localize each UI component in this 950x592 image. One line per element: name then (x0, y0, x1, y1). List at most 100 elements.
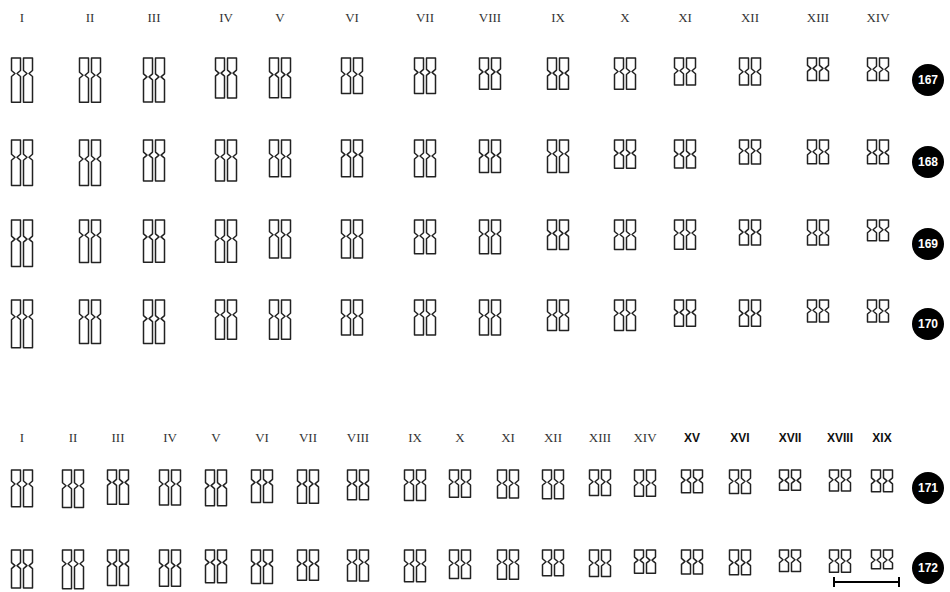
chromosome (884, 550, 893, 569)
chromosome (868, 140, 877, 164)
chromosome (228, 220, 237, 262)
chromosome (270, 220, 279, 258)
chromosome (310, 470, 319, 503)
chromosome (498, 470, 507, 498)
chromosome (792, 470, 801, 490)
chromosome (12, 470, 21, 507)
scale-bar (833, 577, 900, 587)
chromosome (808, 220, 817, 245)
chromosome (752, 220, 761, 245)
chromosome (740, 58, 749, 85)
chromosome (450, 550, 459, 578)
chromosome (216, 58, 225, 98)
chromosome (282, 220, 291, 258)
chromosome (675, 300, 684, 326)
chromosome (780, 550, 789, 571)
chromosome (144, 220, 153, 262)
chromosome-number: VII (299, 430, 317, 446)
chromosome (682, 550, 691, 574)
chromosome (548, 140, 557, 172)
chromosome (342, 300, 351, 335)
chromosome (24, 58, 33, 102)
chromosome (555, 550, 564, 576)
chromosome (172, 470, 181, 505)
chromosome (555, 470, 564, 499)
chromosome (156, 300, 165, 344)
chromosome (615, 220, 624, 249)
chromosome (740, 220, 749, 245)
chromosome (360, 470, 369, 500)
chromosome (75, 550, 84, 589)
chromosome (92, 300, 101, 344)
chromosome-number: I (20, 430, 24, 446)
chromosome (560, 220, 569, 249)
chromosome (820, 140, 829, 164)
chromosome (144, 58, 153, 102)
chromosome-number: XII (741, 10, 759, 26)
chromosome (560, 140, 569, 172)
chromosome (342, 58, 351, 94)
chromosome (492, 58, 501, 89)
chromosome (348, 470, 357, 500)
chromosome (270, 300, 279, 339)
chromosome (216, 140, 225, 181)
specimen-number: 171 (912, 472, 944, 504)
chromosome (24, 140, 33, 185)
chromosome (63, 470, 72, 508)
chromosome-number: XI (678, 10, 692, 26)
chromosome (354, 140, 363, 177)
chromosome (348, 550, 357, 581)
chromosome (635, 550, 644, 573)
chromosome (92, 58, 101, 102)
chromosome (808, 58, 817, 81)
chromosome-number: XI (501, 430, 515, 446)
chromosome (120, 550, 129, 585)
chromosome-number: IV (163, 430, 177, 446)
chromosome-number: X (455, 430, 464, 446)
chromosome (24, 550, 33, 588)
chromosome-number: II (69, 430, 78, 446)
chromosome (880, 140, 889, 164)
scale-bar-line (833, 581, 900, 583)
chromosome (492, 220, 501, 254)
chromosome-number: IX (408, 430, 422, 446)
chromosome-number: XIV (866, 10, 889, 26)
chromosome-number: XIV (633, 430, 656, 446)
chromosome (12, 550, 21, 588)
chromosome (92, 220, 101, 262)
chromosome (492, 140, 501, 173)
chromosome-number: VI (255, 430, 269, 446)
chromosome (80, 58, 89, 102)
chromosome-number: XII (544, 430, 562, 446)
scale-bar-tick (833, 577, 835, 587)
chromosome (868, 300, 877, 322)
chromosome (635, 470, 644, 496)
chromosome (510, 550, 519, 579)
chromosome (694, 550, 703, 574)
chromosome (808, 140, 817, 164)
chromosome (740, 140, 749, 164)
chromosome (12, 58, 21, 102)
chromosome-number: XVII (779, 430, 802, 446)
chromosome (548, 220, 557, 249)
chromosome (868, 58, 877, 81)
chromosome (216, 220, 225, 262)
specimen-label: 172 (918, 561, 938, 575)
chromosome (884, 470, 893, 492)
chromosome-number: VIII (479, 10, 501, 26)
chromosome-number: III (148, 10, 161, 26)
chromosome (160, 470, 169, 505)
chromosome (480, 220, 489, 254)
chromosome (868, 220, 877, 241)
chromosome (752, 140, 761, 164)
chromosome-number: III (112, 430, 125, 446)
chromosome (687, 58, 696, 85)
specimen-label: 167 (918, 73, 938, 87)
chromosome (560, 300, 569, 331)
chromosome (742, 470, 751, 494)
chromosome (602, 550, 611, 577)
chromosome (252, 470, 261, 502)
chromosome (92, 140, 101, 185)
